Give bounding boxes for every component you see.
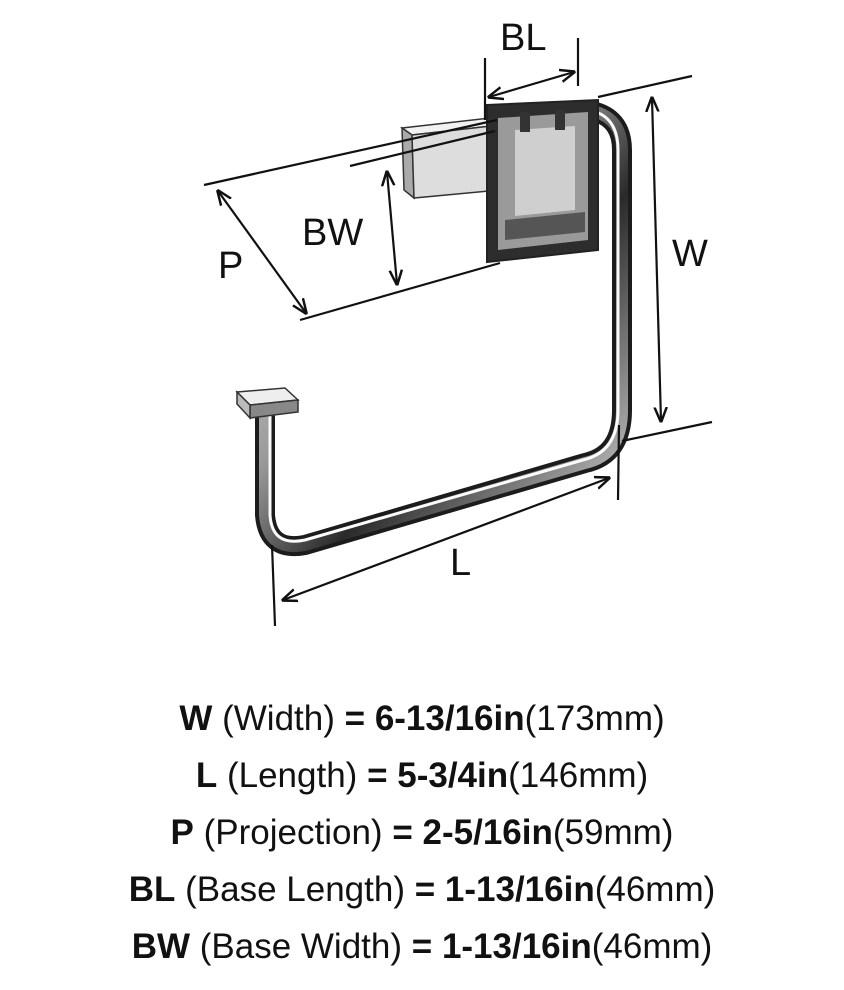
spec-imperial: 2-5/16in (422, 813, 553, 852)
spec-code: W (179, 699, 213, 738)
label-l: L (450, 542, 471, 584)
dimension-specs: W (Width) = 6-13/16in(173mm) L (Length) … (0, 690, 844, 975)
label-p: P (218, 245, 243, 287)
spec-name: (Length) (226, 756, 358, 795)
spec-name: (Base Width) (199, 927, 403, 966)
label-w: W (672, 233, 708, 275)
spec-base-length: BL (Base Length) = 1-13/16in(46mm) (0, 861, 844, 918)
spec-equals: = (414, 870, 436, 909)
spec-code: BW (131, 927, 190, 966)
spec-imperial: 5-3/4in (397, 756, 509, 795)
spec-imperial: 6-13/16in (374, 699, 525, 738)
dimension-drawing: BL BW P W L (203, 17, 713, 627)
spec-metric: (59mm) (552, 813, 674, 852)
spec-name: (Projection) (203, 813, 383, 852)
spec-width: W (Width) = 6-13/16in(173mm) (0, 690, 844, 747)
label-bw: BW (302, 212, 363, 254)
spec-imperial: 1-13/16in (444, 870, 595, 909)
spec-imperial: 1-13/16in (441, 927, 592, 966)
spec-length: L (Length) = 5-3/4in(146mm) (0, 747, 844, 804)
dimension-lines (203, 38, 713, 627)
spec-metric: (46mm) (591, 927, 713, 966)
spec-code: L (195, 756, 218, 795)
spec-code: P (170, 813, 194, 852)
spec-metric: (146mm) (508, 756, 649, 795)
spec-equals: = (367, 756, 388, 795)
spec-metric: (173mm) (524, 699, 665, 738)
label-bl: BL (500, 17, 546, 59)
spec-name: (Width) (222, 699, 335, 738)
spec-code: BL (128, 870, 176, 909)
spec-name: (Base Length) (185, 870, 405, 909)
spec-equals: = (344, 699, 366, 738)
spec-base-width: BW (Base Width) = 1-13/16in(46mm) (0, 918, 844, 975)
spec-projection: P (Projection) = 2-5/16in(59mm) (0, 804, 844, 861)
towel-ring-product (235, 98, 632, 557)
spec-equals: = (411, 927, 433, 966)
spec-equals: = (392, 813, 413, 852)
spec-metric: (46mm) (594, 870, 716, 909)
